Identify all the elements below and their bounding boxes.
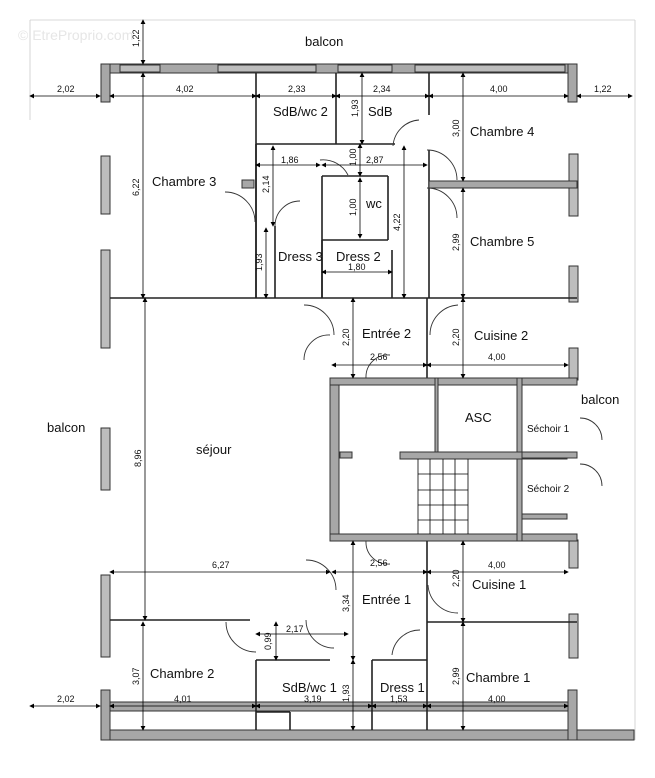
label-asc: ASC (465, 410, 492, 425)
label-chambre-1: Chambre 1 (466, 670, 530, 685)
label-balcon-right: balcon (581, 392, 619, 407)
dim-cuisine2-w: 4,00 (488, 352, 506, 362)
dim-entree2-w: 2,56 (370, 352, 388, 362)
page-frame (29, 19, 636, 740)
dim-entree1-w: 2,56 (370, 558, 388, 568)
dim-wc-h-top: 1,00 (348, 148, 358, 166)
label-cuisine-1: Cuisine 1 (472, 577, 526, 592)
dim-corridor1-w: 2,17 (286, 624, 304, 634)
dim-chambre2-h: 3,07 (131, 667, 141, 685)
dim-corridor1-h: 0,99 (263, 632, 273, 650)
dim-entree2-h: 2,20 (341, 328, 351, 346)
interior-partitions (110, 73, 578, 730)
dim-entree1-h: 3,34 (341, 594, 351, 612)
label-balcon-left: balcon (47, 420, 85, 435)
label-sejour: séjour (196, 442, 232, 457)
dim-balcon-bottom-left: 2,02 (57, 694, 75, 704)
right-windows (568, 153, 579, 659)
label-sdb-wc-2: SdB/wc 2 (273, 104, 328, 119)
dim-corridor-w2: 2,87 (366, 155, 384, 165)
label-dress-3: Dress 3 (278, 249, 323, 264)
dim-dress3-h: 1,93 (254, 253, 264, 271)
dim-cuisine1-h: 2,20 (451, 569, 461, 587)
top-windows (119, 64, 566, 73)
dim-chambre2-w: 4,01 (174, 694, 192, 704)
dim-chambre1-w: 4,00 (488, 694, 506, 704)
label-chambre-2: Chambre 2 (150, 666, 214, 681)
dim-cuisine1-w: 4,00 (488, 560, 506, 570)
dim-chambre1-h: 2,99 (451, 667, 461, 685)
dim-sdb-h: 1,93 (350, 99, 360, 117)
label-dress-2: Dress 2 (336, 249, 381, 264)
label-sdb: SdB (368, 104, 393, 119)
dim-chambre4-w: 4,00 (490, 84, 508, 94)
label-chambre-5: Chambre 5 (470, 234, 534, 249)
dimension-labels: 2,02 4,02 2,33 2,34 4,00 1,22 1,22 6,22 … (57, 29, 612, 704)
dim-sdbwc1-w: 3,19 (304, 694, 322, 704)
label-cuisine-2: Cuisine 2 (474, 328, 528, 343)
wall-block (241, 179, 255, 189)
dim-sdb-w: 2,34 (373, 84, 391, 94)
label-sechoir-1: Séchoir 1 (527, 424, 570, 435)
dim-stair-h: 4,22 (392, 213, 402, 231)
label-dress-1: Dress 1 (380, 680, 425, 695)
doors (224, 119, 603, 656)
dim-sdbwc1-h: 1,93 (341, 684, 351, 702)
dim-wc-h: 1,00 (348, 198, 358, 216)
label-balcon-top: balcon (305, 34, 343, 49)
dim-corridor-h: 2,14 (261, 175, 271, 193)
dim-dress1-w: 1,53 (390, 694, 408, 704)
label-sechoir-2: Séchoir 2 (527, 484, 570, 495)
label-chambre-3: Chambre 3 (152, 174, 216, 189)
dim-chambre4-h: 3,00 (451, 119, 461, 137)
left-windows (100, 155, 111, 658)
label-chambre-4: Chambre 4 (470, 124, 534, 139)
label-sdb-wc-1: SdB/wc 1 (282, 680, 337, 695)
watermark-text: © EtreProprio.com (18, 27, 133, 43)
dim-corridor-w1: 1,86 (281, 155, 299, 165)
dim-sdbwc2-w: 2,33 (288, 84, 306, 94)
label-wc: wc (365, 196, 382, 211)
dimension-lines (29, 19, 633, 731)
dim-sejour-h: 8,96 (133, 449, 143, 467)
dim-sejour-w: 6,27 (212, 560, 230, 570)
dim-balcon-left: 2,02 (57, 84, 75, 94)
dim-chambre3-h: 6,22 (131, 178, 141, 196)
dim-balcon-right: 1,22 (594, 84, 612, 94)
room-labels: balcon balcon balcon SdB/wc 2 SdB Chambr… (47, 34, 619, 695)
dim-chambre3-w: 4,02 (176, 84, 194, 94)
label-entree-2: Entrée 2 (362, 326, 411, 341)
label-entree-1: Entrée 1 (362, 592, 411, 607)
dim-dress2-w: 1,80 (348, 262, 366, 272)
dim-cuisine2-h: 2,20 (451, 328, 461, 346)
dim-chambre5-h: 2,99 (451, 233, 461, 251)
dim-balcon-top-depth: 1,22 (131, 29, 141, 47)
